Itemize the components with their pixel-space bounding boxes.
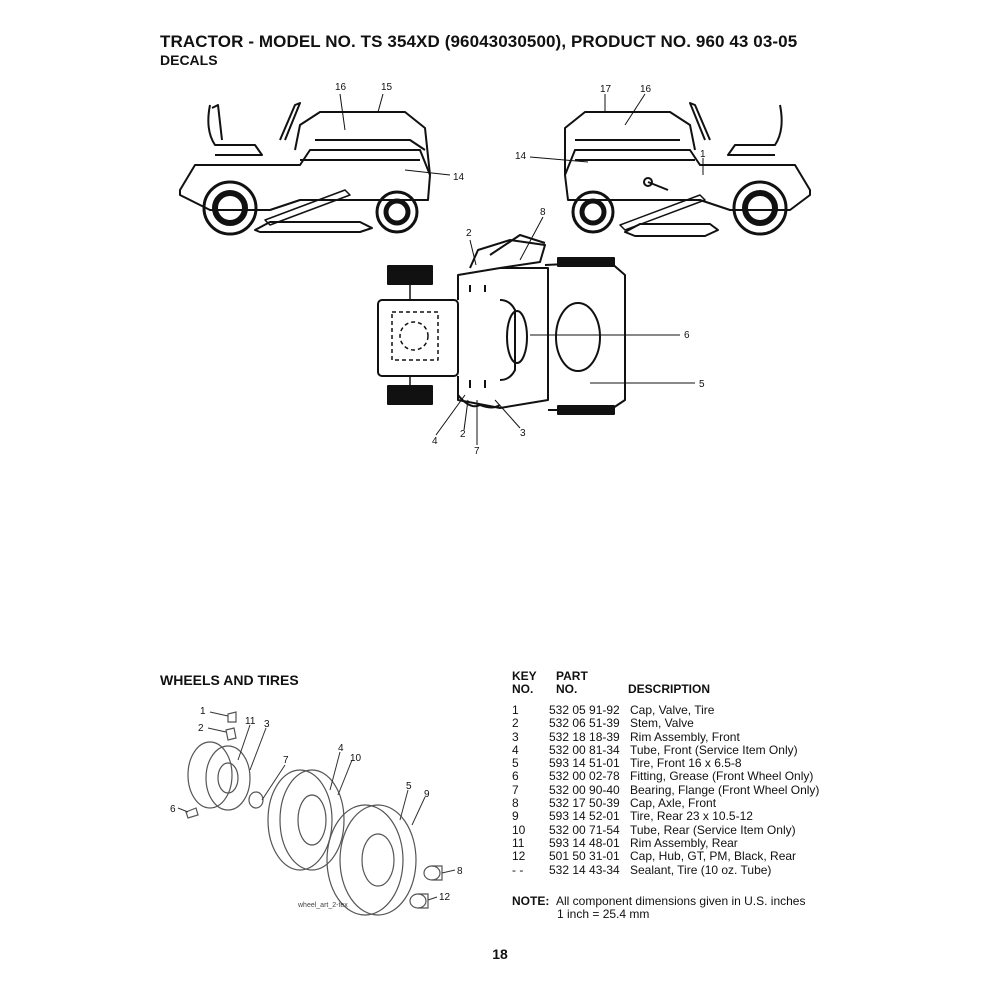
part-number: 532 06 51-39 <box>549 716 620 731</box>
callout-2: 2 <box>460 429 466 440</box>
callout-2: 2 <box>466 228 472 239</box>
part-key: 3 <box>512 729 519 744</box>
part-description: Fitting, Grease (Front Wheel Only) <box>630 769 814 784</box>
art-label: wheel_art_2-tex <box>298 902 348 909</box>
header-part-line1: PART <box>556 669 588 683</box>
tire-rear <box>326 804 417 916</box>
part-description: Tire, Front 16 x 6.5-8 <box>630 756 742 771</box>
callout-3: 3 <box>520 428 526 439</box>
callout-15: 15 <box>381 82 393 93</box>
part-key: 6 <box>512 769 519 784</box>
note-label: NOTE: <box>512 894 550 908</box>
part-description: Tube, Front (Service Item Only) <box>630 742 798 757</box>
part-key: 11 <box>512 835 525 850</box>
callout-17: 17 <box>600 84 612 95</box>
section-heading-wheels: WHEELS AND TIRES <box>160 672 299 688</box>
axle-caps <box>409 865 443 909</box>
part-description: Rim Assembly, Front <box>630 729 740 744</box>
callout-4: 4 <box>432 436 438 447</box>
callout-8: 8 <box>540 207 546 218</box>
part-number: 532 05 91-92 <box>549 703 620 717</box>
part-number: 532 00 81-34 <box>549 742 620 757</box>
note-line1: All component dimensions given in U.S. i… <box>556 894 806 908</box>
callout-1: 1 <box>700 149 706 160</box>
tire-front <box>267 769 345 871</box>
wheel-callout-leaders <box>177 711 456 901</box>
part-key: 1 <box>512 703 519 717</box>
wheel-callout-1: 1 <box>200 706 206 717</box>
part-key: 7 <box>512 782 519 797</box>
header-description: DESCRIPTION <box>628 682 711 696</box>
part-description: Cap, Hub, GT, PM, Black, Rear <box>630 849 797 864</box>
wheel-assembly-front <box>185 711 264 819</box>
header-key-line2: NO. <box>512 682 534 696</box>
part-description: Stem, Valve <box>630 716 694 731</box>
tractor-top-view <box>377 234 626 415</box>
part-number: 532 18 18-39 <box>549 729 620 744</box>
part-key: 10 <box>512 822 526 837</box>
callout-7: 7 <box>474 446 480 457</box>
callout-14: 14 <box>453 172 465 183</box>
part-description: Cap, Valve, Tire <box>630 703 715 717</box>
wheel-callout-7: 7 <box>283 755 289 766</box>
callout-16: 16 <box>640 84 652 95</box>
wheel-callout-8: 8 <box>457 866 463 877</box>
part-key: 4 <box>512 742 519 757</box>
part-number: 532 14 43-34 <box>549 862 620 877</box>
part-key: 5 <box>512 756 519 771</box>
wheel-callout-6: 6 <box>170 804 176 815</box>
callout-14: 14 <box>515 151 527 162</box>
part-key: 12 <box>512 849 526 864</box>
part-number: 593 14 48-01 <box>549 835 620 850</box>
note-line2: 1 inch = 25.4 mm <box>557 907 650 921</box>
part-number: 593 14 51-01 <box>549 756 620 771</box>
part-description: Sealant, Tire (10 oz. Tube) <box>630 862 772 877</box>
part-number: 532 00 71-54 <box>549 822 620 837</box>
callout-16: 16 <box>335 82 347 93</box>
wheel-callout-3: 3 <box>264 719 270 730</box>
part-key: 2 <box>512 716 519 731</box>
part-description: Rim Assembly, Rear <box>630 835 738 850</box>
part-description: Tire, Rear 23 x 10.5-12 <box>630 809 753 824</box>
wheel-callout-4: 4 <box>338 743 344 754</box>
decals-illustration: 16 15 14 17 16 14 1 8 2 6 5 4 2 7 3 <box>179 82 811 457</box>
tractor-side-view-left <box>179 102 431 236</box>
part-key: 8 <box>512 796 519 811</box>
callout-6: 6 <box>684 330 690 341</box>
callout-leaders <box>339 93 704 445</box>
page-number: 18 <box>492 946 508 962</box>
wheel-callout-11: 11 <box>245 716 256 727</box>
part-number: 593 14 52-01 <box>549 809 620 824</box>
part-description: Bearing, Flange (Front Wheel Only) <box>630 782 820 797</box>
part-key: 9 <box>512 809 519 824</box>
part-description: Cap, Axle, Front <box>630 796 717 811</box>
callout-5: 5 <box>699 379 705 390</box>
part-number: 532 00 90-40 <box>549 782 620 797</box>
page-title: TRACTOR - MODEL NO. TS 354XD (9604303050… <box>160 32 798 51</box>
part-key: - - <box>512 862 524 877</box>
wheel-callout-5: 5 <box>406 781 412 792</box>
wheel-callout-9: 9 <box>424 789 430 800</box>
part-description: Tube, Rear (Service Item Only) <box>630 822 796 837</box>
wheel-callout-2: 2 <box>198 723 204 734</box>
dimension-note: NOTE: All component dimensions given in … <box>512 895 805 921</box>
wheel-callout-10: 10 <box>350 753 362 764</box>
section-subtitle-decals: DECALS <box>160 52 218 68</box>
tractor-side-view-right <box>564 102 811 237</box>
part-number: 532 00 02-78 <box>549 769 620 784</box>
wheel-callout-12: 12 <box>439 892 451 903</box>
header-part-line2: NO. <box>556 682 578 696</box>
part-number: 532 17 50-39 <box>549 796 620 811</box>
part-number: 501 50 31-01 <box>549 849 620 864</box>
header-key-line1: KEY <box>512 669 537 683</box>
